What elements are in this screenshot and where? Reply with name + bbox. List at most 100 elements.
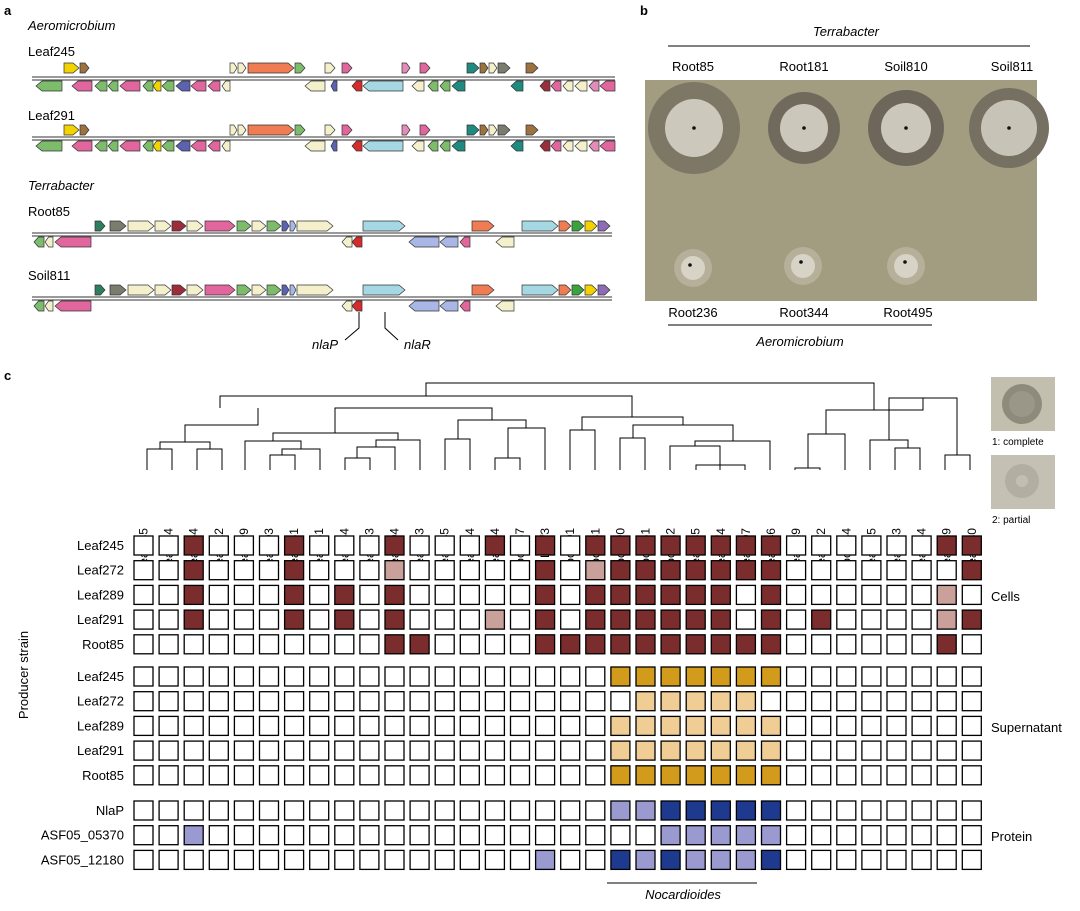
heatmap-cell (811, 535, 832, 556)
heatmap-cell (158, 691, 179, 712)
gene-arrow (190, 80, 207, 92)
gene-label-nlar: nlaR (404, 337, 431, 352)
gene-arrow (330, 80, 338, 92)
heatmap-cell (509, 740, 531, 761)
heatmap-cell (811, 825, 832, 846)
heatmap-cell (936, 849, 957, 871)
heatmap-cell (283, 666, 305, 687)
heatmap-cell (233, 800, 255, 821)
heatmap-cell (760, 715, 782, 737)
heatmap-cell (836, 825, 857, 846)
heatmap-cell (208, 535, 229, 556)
heatmap-cell (911, 691, 932, 712)
gene-arrow (281, 220, 290, 232)
heatmap-cell (936, 535, 957, 556)
heatmap-cell (610, 609, 631, 630)
heatmap-cell (861, 584, 882, 606)
heatmap-cell (384, 609, 405, 630)
heatmap-cell (233, 715, 255, 737)
gene-arrow (175, 140, 191, 152)
heatmap-cell (133, 609, 154, 630)
heatmap-cell (409, 765, 430, 786)
gene-arrow (266, 220, 282, 232)
heatmap-cell (560, 825, 581, 846)
heatmap-cell (509, 849, 531, 871)
gene-arrow (584, 220, 598, 232)
gene-arrow (221, 140, 231, 152)
heatmap-cell (685, 800, 706, 821)
heatmap-cell (409, 849, 430, 871)
heatmap-cell (760, 560, 782, 581)
heatmap-cell (384, 740, 405, 761)
heatmap-cell (961, 715, 982, 737)
heatmap-cell (685, 666, 706, 687)
heatmap-cell (158, 765, 179, 786)
heatmap-cell (133, 765, 154, 786)
heatmap-cell (660, 584, 681, 606)
heatmap-cell (409, 535, 430, 556)
heatmap-cell (208, 715, 229, 737)
gene-arrow (190, 140, 207, 152)
gene-arrow (525, 124, 539, 136)
heatmap-cell (610, 584, 631, 606)
heatmap-cell (233, 765, 255, 786)
heatmap-cell (258, 535, 280, 556)
heatmap-cell (785, 691, 807, 712)
heatmap-cell (258, 634, 280, 655)
producer-label: Leaf272 (77, 694, 124, 709)
heatmap-cell (886, 584, 907, 606)
gene-arrow (341, 124, 353, 136)
gene-arrow (488, 124, 498, 136)
gene-arrow (439, 80, 451, 92)
heatmap-cell (534, 634, 556, 655)
gene-arrow (574, 140, 588, 152)
heatmap-cell (585, 849, 606, 871)
heatmap-cell (509, 584, 531, 606)
heatmap-cell (886, 609, 907, 630)
heatmap-cell (811, 849, 832, 871)
gene-arrow (588, 80, 600, 92)
heatmap-cell (660, 535, 681, 556)
gene-arrow (229, 124, 238, 136)
nocardioides-label: Nocardioides (645, 887, 721, 902)
heatmap-cell (610, 691, 631, 712)
heatmap-cell (785, 825, 807, 846)
heatmap-cell (685, 535, 706, 556)
heatmap-cell (811, 740, 832, 761)
heatmap-cell (861, 560, 882, 581)
heatmap-cell (610, 715, 631, 737)
heatmap-cell (434, 849, 455, 871)
gene-arrow (588, 140, 600, 152)
gene-arrow (521, 284, 559, 296)
heatmap-cell (886, 740, 907, 761)
gene-arrow (411, 80, 425, 92)
gene-arrow (479, 124, 489, 136)
heatmap-cell (685, 715, 706, 737)
gene-arrow (33, 236, 45, 248)
gene-arrow (171, 284, 187, 296)
heatmap-cell (961, 765, 982, 786)
heatmap-cell (836, 634, 857, 655)
heatmap-cell (334, 666, 355, 687)
heatmap-cell (459, 800, 480, 821)
heatmap-cell (610, 535, 631, 556)
heatmap-cell (409, 691, 430, 712)
heatmap-cell (334, 609, 355, 630)
heatmap-cell (434, 691, 455, 712)
heatmap-cell (334, 584, 355, 606)
gene-arrow (562, 140, 574, 152)
gene-arrow (119, 140, 141, 152)
heatmap-cell (936, 609, 957, 630)
gene-arrow (304, 80, 326, 92)
heatmap-cell (384, 535, 405, 556)
heatmap-cell (208, 691, 229, 712)
panel-a: a Aeromicrobium Leaf245 Leaf291 Terrabac… (4, 3, 616, 352)
heatmap-cell (785, 560, 807, 581)
heatmap-cell (710, 800, 731, 821)
gene-arrow (54, 300, 92, 312)
gene-arrow (296, 284, 334, 296)
heatmap-cell (384, 691, 405, 712)
heatmap-cell (785, 849, 807, 871)
heatmap-cell (334, 560, 355, 581)
heatmap-cell (158, 634, 179, 655)
